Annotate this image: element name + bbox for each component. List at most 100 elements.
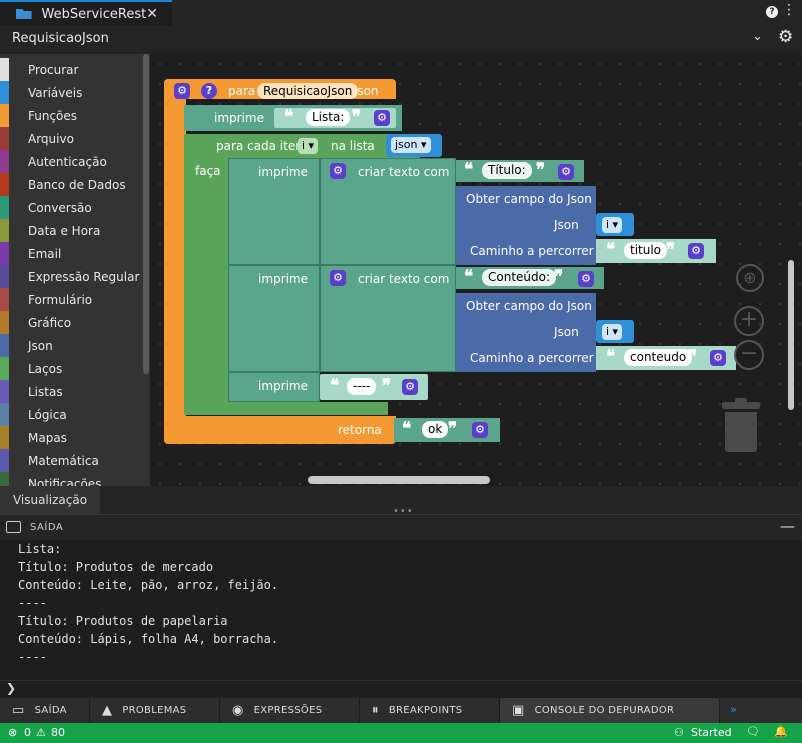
category-color-swatch — [0, 150, 9, 173]
close-icon[interactable]: ✕ — [146, 6, 158, 22]
console-prompt[interactable]: ❯ — [0, 680, 802, 698]
text-cog-icon[interactable]: ⚙ — [578, 271, 594, 287]
tab-webservicerest[interactable]: WebServiceRest ✕ — [0, 0, 172, 26]
text-cog-icon[interactable]: ⚙ — [472, 422, 488, 438]
more-tabs-icon[interactable]: » — [730, 703, 737, 716]
panel-tab[interactable]: ⏸BREAKPOINTS — [360, 698, 500, 723]
sidebar-item-label: Funções — [28, 108, 78, 123]
category-color-swatch — [0, 380, 9, 403]
bell-icon[interactable]: 🔔 — [774, 725, 788, 738]
text-cog-icon[interactable]: ⚙ — [558, 164, 574, 180]
sidebar-item[interactable]: Notificações — [0, 472, 142, 486]
obter-campo-label-1: Obter campo do Json — [466, 192, 592, 206]
panel-tab-label: PROBLEMAS — [122, 705, 187, 716]
text-cog-icon[interactable]: ⚙ — [374, 110, 390, 126]
resize-handle[interactable]: ••• — [393, 506, 414, 517]
get-json-field-block-2[interactable] — [456, 293, 596, 372]
create-text-cog-icon[interactable]: ⚙ — [330, 163, 346, 179]
print-block-titulo[interactable] — [228, 158, 320, 265]
sidebar-item[interactable]: Email — [0, 242, 142, 265]
output-line: Título: Produtos de papelaria — [18, 614, 228, 628]
obter-campo-label-2: Obter campo do Json — [466, 299, 592, 313]
sidebar-item-label: Formulário — [28, 292, 93, 307]
func-para-label: para — [228, 84, 256, 98]
tab-visualizacao[interactable]: Visualização — [0, 486, 100, 514]
function-name-field[interactable]: RequisicaoJson — [257, 83, 359, 99]
error-count[interactable]: 0 — [24, 726, 31, 739]
sidebar-item[interactable]: Funções — [0, 104, 142, 127]
category-color-swatch — [0, 173, 9, 196]
category-color-swatch — [0, 265, 9, 288]
vertical-scrollbar[interactable] — [788, 260, 794, 410]
sidebar-item[interactable]: Expressão Regular — [0, 265, 142, 288]
quote-close-icon: ❞ — [382, 376, 392, 396]
create-text-cog-icon[interactable]: ⚙ — [330, 270, 346, 286]
feedback-icon[interactable]: 🗨 — [746, 725, 760, 738]
sidebar-item[interactable]: Mapas — [0, 426, 142, 449]
sidebar-item[interactable]: Formulário — [0, 288, 142, 311]
json-variable-dropdown[interactable]: json ▾ — [391, 137, 431, 153]
text-field-ok[interactable]: ok — [422, 421, 449, 438]
text-cog-icon[interactable]: ⚙ — [402, 379, 418, 395]
sidebar-item-label: Listas — [28, 384, 63, 399]
blockly-workspace[interactable]: ⚙ ? para RequisicaoJson json imprime ❝ L… — [150, 54, 802, 486]
panel-tab[interactable]: ▭SAÍDA — [0, 698, 90, 723]
quote-close-icon: ❞ — [448, 419, 458, 439]
i-variable-dropdown-2[interactable]: i ▾ — [602, 324, 623, 340]
zoom-in-icon[interactable]: + — [734, 306, 764, 336]
trash-icon[interactable] — [722, 398, 760, 452]
quote-close-icon: ❞ — [352, 107, 362, 127]
sidebar-item[interactable]: Json — [0, 334, 142, 357]
text-field-conteudo-path[interactable]: conteudo — [624, 349, 693, 366]
status-bar: ⊗ 0 ⚠ 80 ⚇ Started 🗨 🔔 — [0, 723, 802, 743]
run-state[interactable]: Started — [691, 726, 732, 739]
help-icon[interactable]: ? — [766, 6, 778, 18]
function-title: RequisicaoJson — [12, 31, 109, 46]
help-question-icon[interactable]: ? — [201, 83, 217, 99]
visualization-strip: Visualização ••• — [0, 486, 802, 517]
sidebar-item[interactable]: Arquivo — [0, 127, 142, 150]
sidebar-item-label: Variáveis — [28, 85, 83, 100]
sidebar-item[interactable]: Procurar — [0, 58, 142, 81]
text-cog-icon[interactable]: ⚙ — [688, 243, 704, 259]
minimize-icon[interactable]: — — [780, 517, 795, 535]
recenter-icon[interactable]: ⊕ — [736, 264, 764, 292]
sidebar-item[interactable]: Laços — [0, 357, 142, 380]
sidebar-item[interactable]: Lógica — [0, 403, 142, 426]
gear-icon[interactable]: ⚙ — [778, 27, 794, 47]
sidebar-item[interactable]: Matemática — [0, 449, 142, 472]
more-icon[interactable]: ⋮ — [782, 2, 796, 18]
sidebar-item[interactable]: Gráfico — [0, 311, 142, 334]
text-field-lista[interactable]: Lista: — [306, 109, 351, 126]
panel-tab[interactable]: ▲PROBLEMAS — [90, 698, 220, 723]
sidebar-item[interactable]: Conversão — [0, 196, 142, 219]
panel-tab[interactable]: ▣CONSOLE DO DEPURADOR — [500, 698, 720, 723]
text-field-titulo-path[interactable]: titulo — [624, 242, 668, 259]
text-field-titulo[interactable]: Título: — [482, 162, 532, 179]
sidebar-item[interactable]: Listas — [0, 380, 142, 403]
editor-tab-bar: WebServiceRest ✕ ? ⋮ — [0, 0, 802, 26]
get-json-field-block-1[interactable] — [456, 186, 596, 265]
horizontal-scrollbar[interactable] — [308, 476, 490, 484]
zoom-out-icon[interactable]: − — [734, 340, 764, 370]
print-block-separator[interactable] — [228, 372, 320, 402]
sidebar-item[interactable]: Data e Hora — [0, 219, 142, 242]
text-field-separator[interactable]: ---- — [347, 378, 377, 395]
category-color-swatch — [0, 403, 9, 426]
panel-tab[interactable]: ◉EXPRESSÕES — [220, 698, 360, 723]
imprime-label-2: imprime — [258, 272, 308, 286]
sidebar-item[interactable]: Banco de Dados — [0, 173, 142, 196]
loop-variable-dropdown[interactable]: i ▾ — [298, 138, 319, 154]
sidebar-item[interactable]: Autenticação — [0, 150, 142, 173]
text-cog-icon[interactable]: ⚙ — [710, 350, 726, 366]
print-block-conteudo[interactable] — [228, 265, 320, 372]
function-cog-icon[interactable]: ⚙ — [174, 83, 190, 99]
chevron-down-icon[interactable]: ⌄ — [752, 29, 763, 44]
running-icon: ⚇ — [674, 726, 684, 739]
i-variable-dropdown-1[interactable]: i ▾ — [602, 217, 623, 233]
warning-count[interactable]: 80 — [51, 726, 65, 739]
sidebar-scrollbar[interactable] — [143, 54, 149, 374]
text-field-conteudo[interactable]: Conteúdo: — [482, 269, 557, 286]
sidebar-item[interactable]: Variáveis — [0, 81, 142, 104]
